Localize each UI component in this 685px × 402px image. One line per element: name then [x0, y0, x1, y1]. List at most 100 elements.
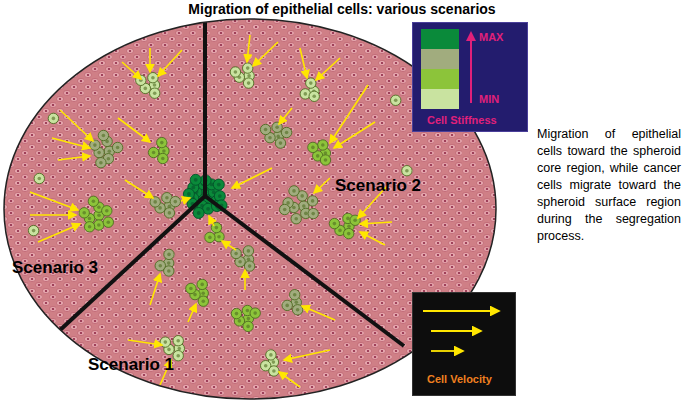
velocity-legend-panel: Cell Velocity: [412, 292, 516, 396]
cell: [266, 350, 276, 360]
migration-arrow: [279, 372, 300, 387]
cell-nucleus: [174, 200, 178, 204]
cell-cluster: [90, 130, 123, 168]
cell-nucleus: [246, 325, 250, 329]
divider-line: [203, 10, 207, 196]
cell: [148, 147, 158, 157]
scale-arrow: [470, 39, 472, 103]
cell: [28, 225, 38, 235]
cell-nucleus: [292, 189, 296, 193]
cell-nucleus: [264, 364, 268, 368]
swatch: [421, 49, 459, 69]
scenario-label: Scenario 2: [335, 176, 421, 196]
cell-nucleus: [107, 220, 111, 224]
cell: [275, 138, 285, 148]
cell-nucleus: [52, 117, 56, 121]
cell-nucleus: [88, 225, 92, 229]
cell-nucleus: [304, 212, 308, 216]
cell: [280, 204, 290, 214]
swatch: [421, 89, 459, 109]
cell: [84, 222, 94, 232]
scenario-label: Scenario 3: [12, 258, 98, 278]
cell: [34, 173, 44, 183]
cell-nucleus: [285, 131, 289, 135]
cell-nucleus: [97, 205, 101, 209]
cell: [186, 283, 196, 293]
cell: [318, 140, 328, 150]
migration-arrow: [244, 270, 246, 290]
migration-arrow: [149, 48, 151, 72]
cell: [96, 158, 106, 168]
velocity-arrow: [431, 350, 463, 352]
cell-nucleus: [158, 206, 162, 210]
migration-arrow: [284, 350, 330, 360]
migration-arrow: [158, 50, 182, 76]
cell-cluster: [402, 166, 412, 176]
migration-arrow: [30, 192, 78, 210]
cell-cluster: [186, 279, 209, 306]
cell: [170, 196, 180, 206]
cell: [150, 88, 160, 98]
cell-nucleus: [272, 369, 276, 373]
cell-nucleus: [194, 178, 198, 182]
velocity-arrow: [423, 310, 499, 312]
cell: [282, 300, 292, 310]
cell-nucleus: [275, 126, 279, 130]
cell-nucleus: [234, 252, 238, 256]
cell: [344, 228, 354, 238]
cell: [112, 142, 122, 152]
cell-nucleus: [286, 201, 290, 205]
cell-cluster: [28, 225, 38, 235]
cell: [157, 137, 167, 147]
cell-nucleus: [293, 293, 297, 297]
cell: [308, 208, 318, 218]
migration-arrow: [125, 180, 153, 198]
cell: [292, 305, 302, 315]
cell: [198, 296, 208, 306]
cell-nucleus: [235, 312, 239, 316]
cell: [244, 261, 254, 271]
cell: [90, 140, 100, 150]
cell-nucleus: [167, 348, 171, 352]
cell-nucleus: [247, 81, 251, 85]
cell-nucleus: [312, 95, 316, 99]
scenario-label: Scenario 1: [88, 355, 174, 375]
cell-nucleus: [311, 212, 315, 216]
swatch: [421, 69, 459, 89]
migration-arrow: [360, 232, 385, 245]
cell: [190, 174, 201, 185]
cell-nucleus: [160, 141, 164, 145]
cell-cluster: [148, 137, 169, 163]
legend-title: Cell Stiffness: [427, 114, 497, 126]
cell: [213, 179, 224, 190]
cell-cluster: [260, 122, 291, 148]
cell-nucleus: [168, 211, 172, 215]
migration-arrow: [181, 198, 190, 201]
cell-nucleus: [283, 208, 287, 212]
cell-cluster: [79, 196, 114, 232]
cell: [243, 321, 253, 331]
cell-nucleus: [218, 194, 222, 198]
cell: [307, 196, 317, 206]
cell-nucleus: [304, 92, 308, 96]
migration-arrow: [247, 35, 250, 62]
migration-arrow: [52, 138, 90, 148]
cell: [272, 122, 282, 132]
cell-nucleus: [311, 146, 315, 150]
cell-nucleus: [394, 99, 398, 103]
cell: [290, 290, 300, 300]
cell-nucleus: [269, 353, 273, 357]
migration-arrow: [232, 168, 272, 188]
cell-nucleus: [353, 219, 357, 223]
cell: [269, 366, 279, 376]
cell-cluster: [230, 63, 254, 88]
migration-arrow: [330, 85, 368, 143]
cell-cluster: [34, 173, 44, 183]
caption-text: Migration of epithelial cells toward the…: [537, 126, 681, 245]
cell: [260, 124, 270, 134]
cell-nucleus: [197, 211, 201, 215]
cell: [94, 220, 104, 230]
cell-cluster: [308, 140, 331, 165]
migration-arrow: [188, 304, 196, 322]
cell-nucleus: [144, 87, 148, 91]
